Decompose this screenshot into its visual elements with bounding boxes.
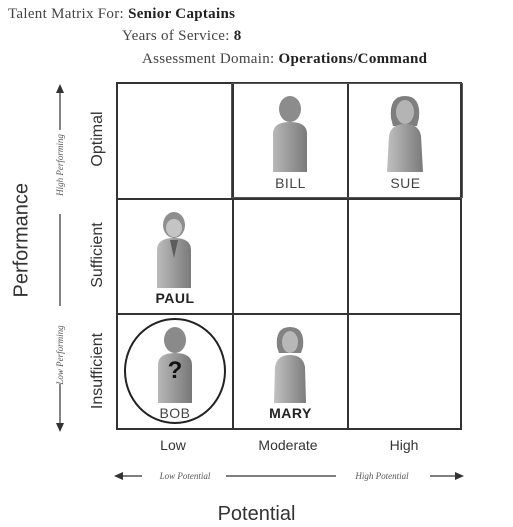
grid-divider — [118, 198, 460, 200]
low-performing-note: Low Performing — [55, 325, 65, 385]
years-value: 8 — [233, 28, 242, 44]
person-name: BOB — [159, 405, 191, 421]
performance-axis-title: Performance — [10, 183, 33, 298]
person-name: PAUL — [155, 290, 195, 306]
domain-value: Operations/Command — [278, 51, 428, 67]
performance-arrow — [56, 84, 64, 432]
cell-optimal-moderate: BILL — [234, 84, 347, 198]
x-level-high: High — [389, 437, 419, 453]
talent-matrix-grid: BILL SUE PAUL ? BOB — [116, 82, 462, 430]
y-level-optimal: Optimal — [89, 111, 106, 167]
highlight-circle — [124, 318, 226, 424]
grid-divider — [347, 84, 349, 428]
high-performing-note: High Performing — [55, 134, 65, 196]
domain-line: Assessment Domain: Operations/Command — [142, 51, 427, 68]
years-prefix: Years of Service: — [122, 28, 230, 44]
person-name: SUE — [390, 175, 421, 191]
years-line: Years of Service: 8 — [122, 28, 242, 45]
x-level-moderate: Moderate — [258, 437, 318, 453]
potential-arrow — [114, 472, 464, 480]
person-female-icon — [274, 327, 306, 403]
title-value: Senior Captains — [128, 6, 236, 22]
person-female-icon — [387, 96, 423, 172]
person-name: BILL — [275, 175, 306, 191]
y-level-insufficient: Insufficient — [89, 332, 106, 410]
person-male-icon — [158, 327, 192, 403]
potential-axis-title: Potential — [217, 503, 296, 525]
unknown-marker: ? — [167, 357, 183, 384]
low-potential-note: Low Potential — [159, 471, 211, 481]
title-prefix: Talent Matrix For: — [8, 6, 124, 22]
person-male-icon — [273, 96, 307, 172]
high-potential-note: High Potential — [355, 471, 409, 481]
title-line: Talent Matrix For: Senior Captains — [8, 6, 235, 23]
cell-insufficient-moderate: MARY — [234, 315, 347, 428]
cell-insufficient-low: ? BOB — [118, 315, 232, 428]
y-level-sufficient: Sufficient — [89, 222, 106, 288]
domain-prefix: Assessment Domain: — [142, 51, 275, 67]
grid-divider — [118, 313, 460, 315]
person-male-icon — [157, 212, 191, 288]
person-name: MARY — [269, 405, 312, 421]
x-level-low: Low — [160, 437, 186, 453]
cell-optimal-high: SUE — [349, 84, 462, 198]
cell-sufficient-low: PAUL — [118, 200, 232, 313]
grid-divider — [232, 84, 234, 428]
